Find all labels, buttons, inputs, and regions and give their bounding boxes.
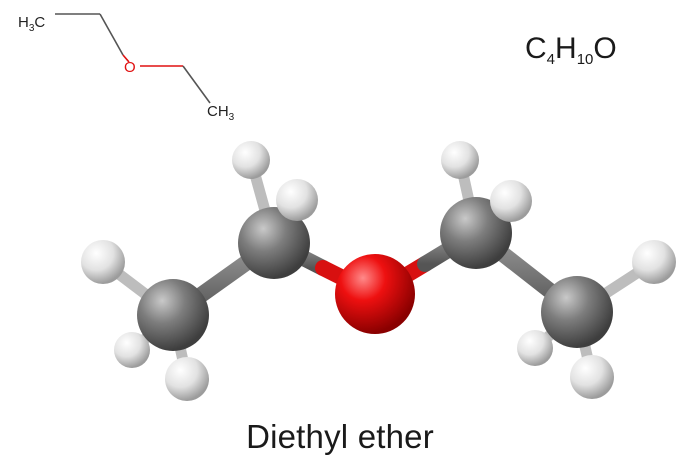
hydrogen-atom	[81, 240, 125, 284]
hydrogen-atom	[114, 332, 150, 368]
skeletal-bond	[182, 65, 211, 104]
hydrogen-atom	[490, 180, 532, 222]
carbon-atom	[137, 279, 209, 351]
skeletal-oxygen: O	[124, 59, 136, 76]
carbon-atom	[541, 276, 613, 348]
hydrogen-atom	[632, 240, 676, 284]
skeletal-bond	[122, 54, 130, 63]
hydrogen-atom	[232, 141, 270, 179]
hydrogen-atom	[276, 179, 318, 221]
hydrogen-atom	[441, 141, 479, 179]
skeletal-formula: H3C O CH3	[18, 13, 235, 123]
molecular-formula: C4H10O	[525, 32, 617, 68]
hydrogen-atom	[517, 330, 553, 366]
carbon-atom	[440, 197, 512, 269]
skeletal-ch3-right: CH3	[207, 103, 235, 123]
hydrogen-atom	[165, 357, 209, 401]
hydrogen-atom	[570, 355, 614, 399]
skeletal-bond	[99, 13, 124, 56]
ball-and-stick-model	[81, 141, 676, 401]
carbon-atom	[238, 207, 310, 279]
skeletal-ch3-left: H3C	[18, 14, 45, 34]
oxygen-atom	[335, 254, 415, 334]
molecule-name: Diethyl ether	[246, 418, 434, 455]
